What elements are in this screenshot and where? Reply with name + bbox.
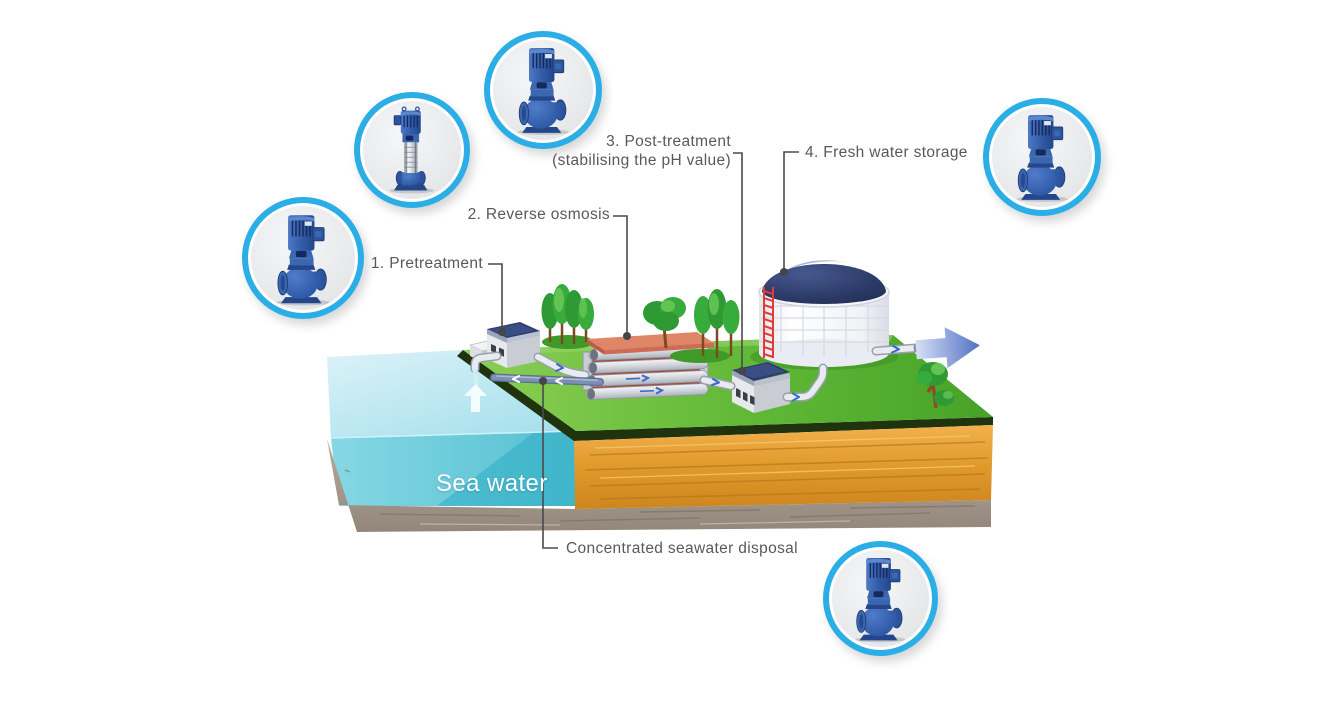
label-concentrated-seawater-disposal: Concentrated seawater disposal [566, 540, 798, 557]
label-sea-water: Sea water [436, 470, 548, 497]
vertical-inline-pump-icon [259, 210, 347, 307]
vertical-inline-pump-icon [839, 553, 921, 644]
label-pretreatment: 1. Pretreatment [370, 255, 483, 272]
tree-southeast [916, 362, 954, 409]
label-fresh-water-storage: 4. Fresh water storage [805, 144, 968, 161]
sea-block [327, 350, 577, 506]
pump-badge-right [983, 98, 1101, 216]
vertical-inline-pump-icon [501, 43, 586, 136]
vertical-inline-pump-icon [1000, 110, 1085, 203]
pump-badge-bottom [823, 541, 938, 656]
fresh-water-output-arrow [915, 327, 980, 369]
tank-ladder [763, 287, 774, 358]
trees-left [541, 284, 594, 349]
vertical-multistage-pump-icon [370, 104, 453, 196]
trees-right [643, 289, 740, 363]
pipes [470, 343, 921, 402]
fresh-water-storage-tank [758, 260, 890, 367]
label-reverse-osmosis: 2. Reverse osmosis [467, 206, 610, 223]
label-post-treatment: 3. Post-treatment (stabilising the pH va… [552, 133, 731, 170]
post-treatment-building [732, 362, 790, 413]
label-post-treatment-line1: 3. Post-treatment [606, 133, 731, 150]
leader-lines [488, 151, 799, 549]
pump-badge-mid-left [354, 92, 470, 208]
pump-badge-left [242, 197, 364, 319]
pump-badge-top [484, 31, 602, 149]
leader-dots [498, 268, 788, 385]
label-post-treatment-line2: (stabilising the pH value) [552, 151, 731, 169]
intake-up-arrow [464, 384, 487, 412]
reverse-osmosis-unit [582, 332, 714, 400]
ground-base [327, 439, 991, 532]
